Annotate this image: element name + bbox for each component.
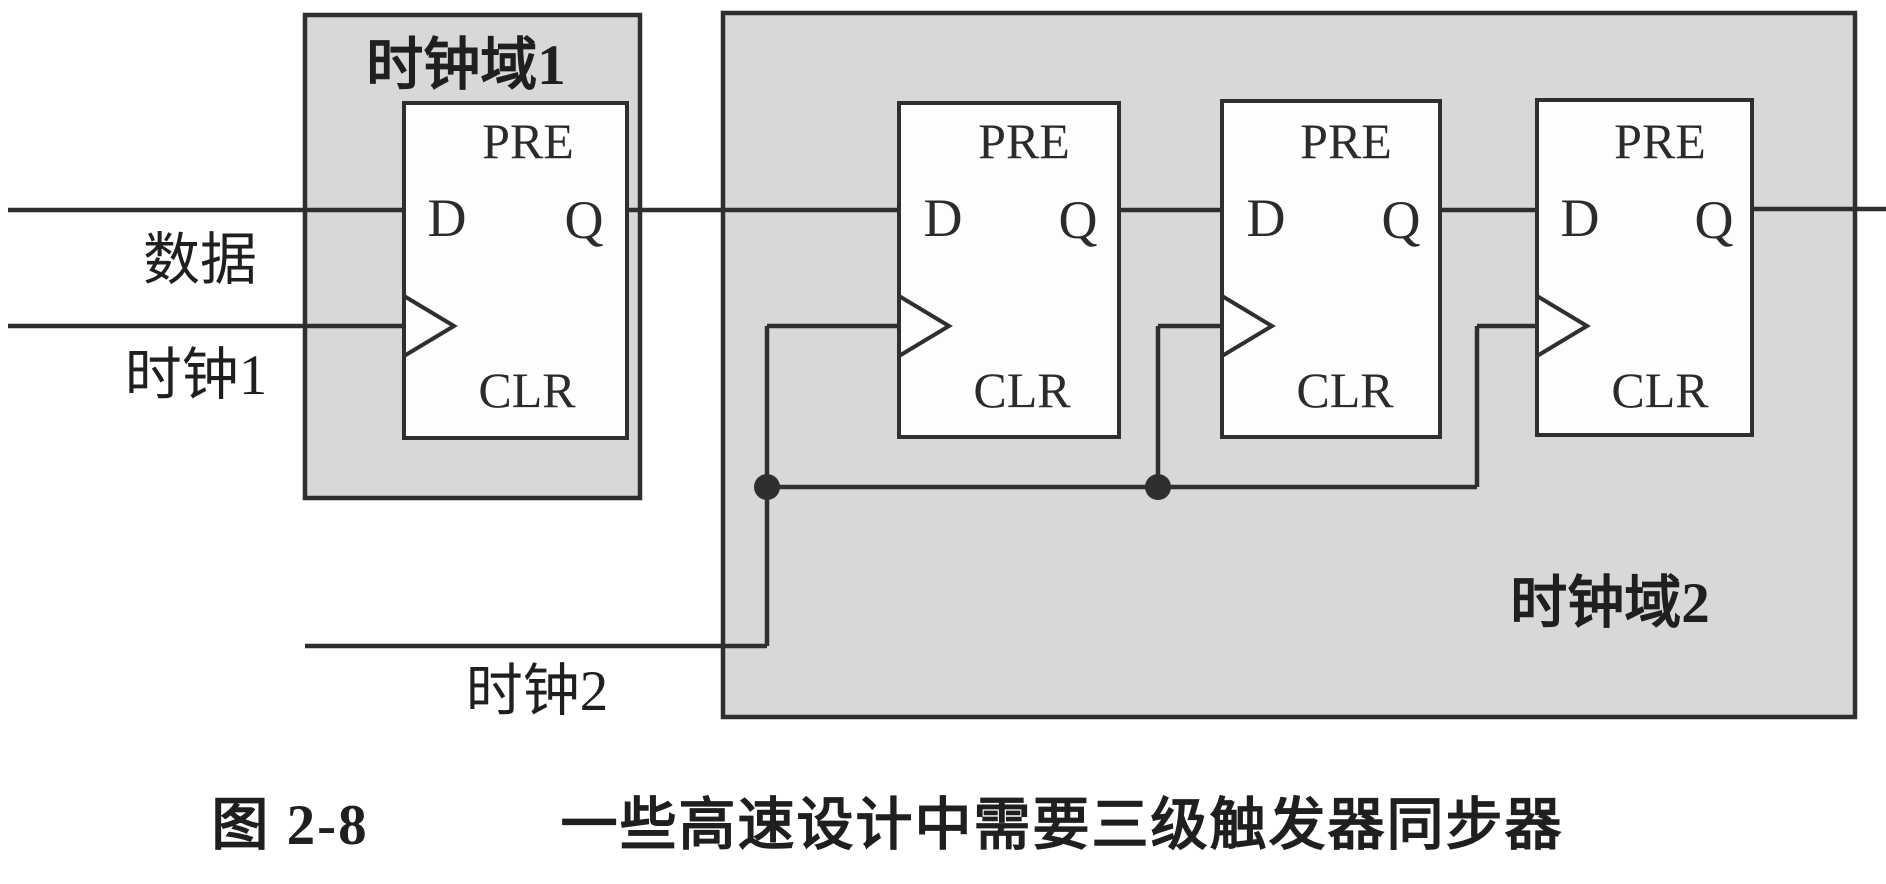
junction-dot-2	[1145, 474, 1171, 500]
flipflop-1-clr-label: CLR	[478, 362, 576, 418]
flipflop-4: PRE D Q CLR	[1535, 98, 1754, 437]
flipflop-3-clock-edge-icon	[1220, 294, 1276, 358]
clock-domain-1-label: 时钟域1	[366, 34, 566, 97]
flipflop-1-d-label: D	[428, 188, 467, 248]
flipflop-2-q-label: Q	[1059, 190, 1098, 250]
clock1-signal-label: 时钟1	[125, 344, 268, 407]
flipflop-3-d-label: D	[1247, 188, 1286, 248]
wires	[8, 206, 1886, 649]
flipflop-2-pre-label: PRE	[978, 113, 1070, 169]
flipflop-2-box	[897, 101, 1121, 439]
flipflop-3-clr-label: CLR	[1296, 362, 1394, 418]
flipflop-3-pre-label: PRE	[1300, 113, 1392, 169]
flipflop-1: PRE D Q CLR	[402, 101, 629, 440]
figure-caption-text: 一些高速设计中需要三级触发器同步器	[561, 794, 1564, 857]
flipflop-4-box	[1535, 98, 1754, 437]
flipflop-4-d-label: D	[1561, 188, 1600, 248]
figure-caption: 图 2-8 一些高速设计中需要三级触发器同步器	[211, 794, 1564, 857]
clock-domain-2-label: 时钟域2	[1510, 572, 1710, 635]
data-signal-label: 数据	[143, 229, 257, 292]
flipflop-4-pre-label: PRE	[1614, 113, 1706, 169]
clock2-signal-label: 时钟2	[466, 660, 609, 723]
flipflop-3-box	[1220, 99, 1442, 439]
flipflop-1-pre-label: PRE	[482, 113, 574, 169]
flipflop-1-q-label: Q	[565, 190, 604, 250]
flipflop-4-clock-edge-icon	[1535, 294, 1591, 358]
flipflop-4-q-label: Q	[1695, 190, 1734, 250]
flipflop-2-d-label: D	[924, 188, 963, 248]
flipflop-2-clr-label: CLR	[973, 362, 1071, 418]
junction-dot-1	[754, 474, 780, 500]
flipflop-2-clock-edge-icon	[897, 294, 953, 358]
flipflop-2: PRE D Q CLR	[897, 101, 1121, 439]
flipflop-3-q-label: Q	[1382, 190, 1421, 250]
figure-caption-number: 图 2-8	[211, 794, 368, 857]
flipflop-1-box	[402, 101, 629, 440]
flipflop-4-clr-label: CLR	[1611, 362, 1709, 418]
flipflop-3: PRE D Q CLR	[1220, 99, 1442, 439]
flipflop-1-clock-edge-icon	[402, 294, 458, 358]
